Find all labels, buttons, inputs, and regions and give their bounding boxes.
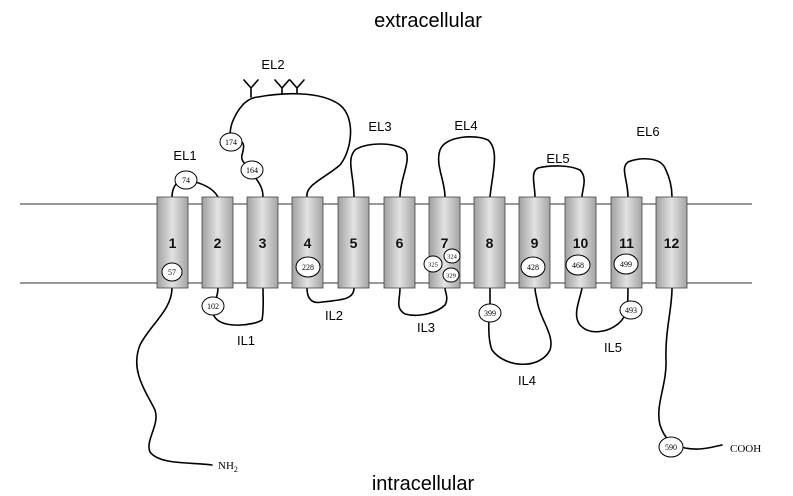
label-el5: EL5 — [546, 151, 569, 166]
helix-number: 3 — [259, 235, 267, 251]
residue-number: 399 — [484, 309, 496, 318]
residue-circle — [295, 256, 321, 278]
residue-number: 329 — [446, 272, 456, 279]
residue-circle — [613, 253, 639, 275]
glycosylation-y-3 — [289, 79, 305, 94]
loop-il3 — [397, 287, 448, 317]
residue-number: 324 — [447, 253, 458, 260]
helix-number: 4 — [304, 235, 312, 251]
residue-circle — [478, 303, 502, 323]
residue-circle — [443, 248, 461, 264]
helix-8 — [473, 196, 506, 289]
residue-number: 174 — [225, 138, 237, 147]
residue-number: 499 — [620, 260, 632, 269]
extracellular-label: extracellular — [374, 10, 482, 32]
n-terminal-tail — [135, 287, 213, 466]
residue-circle — [423, 255, 443, 273]
loop-labels: EL1 EL2 EL3 EL4 EL5 EL6 IL1 IL2 IL3 IL4 … — [173, 57, 659, 388]
loop-el3 — [349, 143, 408, 198]
residue-circle — [161, 262, 183, 282]
helix-number: 10 — [573, 235, 589, 251]
label-el1: EL1 — [173, 148, 196, 163]
loop-el6 — [623, 158, 673, 198]
intracellular-label: intracellular — [372, 473, 475, 495]
residue-circle — [201, 296, 225, 316]
residue-circle — [442, 267, 460, 283]
c-terminus-label: COOH — [730, 443, 761, 455]
label-el3: EL3 — [368, 119, 391, 134]
residue-number: 228 — [302, 263, 314, 272]
label-el4: EL4 — [454, 118, 477, 133]
residue-circle — [565, 254, 591, 276]
helix-number: 6 — [396, 235, 404, 251]
loop-il4 — [487, 287, 552, 365]
helix-number: 1 — [169, 235, 177, 251]
residue-circle — [520, 256, 546, 278]
helix-number: 2 — [214, 235, 222, 251]
residue-number: 164 — [246, 166, 258, 175]
loop-el2 — [229, 92, 352, 198]
residue-number: 74 — [182, 176, 190, 185]
residue-number: 493 — [625, 306, 637, 315]
helix-5 — [337, 196, 370, 289]
helix-number: 12 — [664, 235, 680, 251]
glycosylation-y-2 — [274, 79, 290, 95]
residue-number: 102 — [207, 302, 219, 311]
residue-number: 468 — [572, 261, 584, 270]
residue-number: 57 — [168, 268, 176, 277]
loop-el5 — [532, 165, 585, 198]
glycosylation-y-1 — [243, 79, 259, 98]
residue-circle — [619, 300, 643, 320]
label-il2: IL2 — [325, 308, 343, 323]
label-il5: IL5 — [604, 340, 622, 355]
helix-3 — [246, 196, 279, 289]
label-il1: IL1 — [237, 333, 255, 348]
residue-circle — [658, 436, 684, 458]
residue-circle — [240, 160, 264, 180]
residue-number: 428 — [527, 263, 539, 272]
c-terminal-tail — [658, 287, 723, 450]
helix-number: 7 — [441, 235, 449, 251]
helix-number: 11 — [619, 235, 634, 251]
helix-number: 8 — [486, 235, 494, 251]
residue-number: 325 — [428, 261, 438, 268]
label-el6: EL6 — [636, 124, 659, 139]
n-terminus-label: NH2 — [218, 460, 238, 474]
label-el2: EL2 — [261, 57, 284, 72]
residue-circle — [219, 132, 243, 152]
residue-circle — [174, 170, 198, 190]
loop-il2 — [306, 287, 355, 304]
loop-el4 — [437, 136, 496, 198]
helix-number: 9 — [531, 235, 539, 251]
helix-number: 5 — [350, 235, 358, 251]
helix-12 — [655, 196, 688, 289]
helix-6 — [383, 196, 416, 289]
label-il3: IL3 — [417, 320, 435, 335]
residue-number: 590 — [665, 443, 677, 452]
helix-2 — [201, 196, 234, 289]
label-il4: IL4 — [518, 373, 536, 388]
